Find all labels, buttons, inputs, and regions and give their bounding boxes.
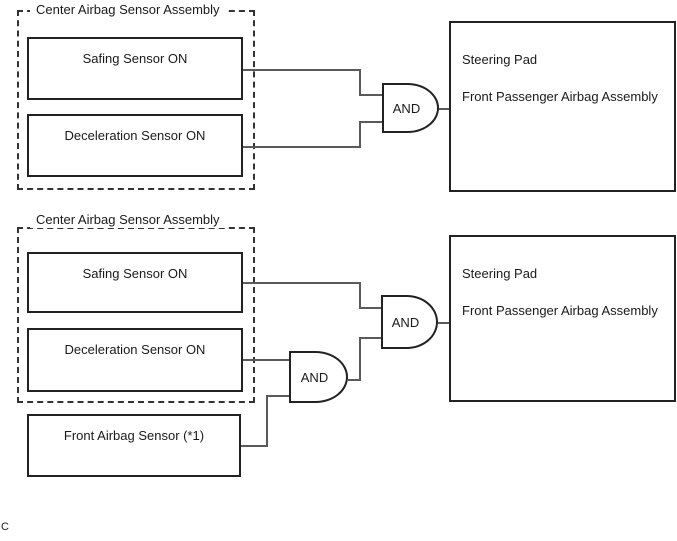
wire [266, 395, 290, 397]
and-gate-label-inner: AND [300, 369, 329, 385]
deceleration-sensor-box-bottom: Deceleration Sensor ON [27, 328, 243, 392]
safing-sensor-label-bottom: Safing Sensor ON [82, 266, 188, 281]
deceleration-sensor-label-top: Deceleration Sensor ON [64, 128, 206, 143]
center-airbag-assembly-outline-bottom [17, 227, 255, 403]
wire [359, 121, 361, 148]
wire [243, 359, 289, 361]
assembly-label-top: Center Airbag Sensor Assembly [30, 2, 226, 18]
and-gate-label-outer: AND [391, 314, 420, 330]
output-title-top: Steering Pad [462, 52, 538, 67]
wire [359, 337, 361, 381]
wire [359, 282, 361, 309]
wire [439, 108, 450, 110]
deceleration-sensor-label-bottom: Deceleration Sensor ON [64, 342, 206, 357]
output-subtitle-bottom: Front Passenger Airbag Assembly [462, 303, 658, 318]
wire [359, 94, 383, 96]
footer-label: C [1, 521, 9, 533]
wire [241, 445, 268, 447]
and-gate-top: AND [382, 83, 439, 133]
front-airbag-sensor-label: Front Airbag Sensor (*1) [63, 428, 205, 443]
output-box-top: Steering Pad Front Passenger Airbag Asse… [449, 21, 676, 192]
output-box-bottom: Steering Pad Front Passenger Airbag Asse… [449, 235, 676, 402]
safing-sensor-label-top: Safing Sensor ON [82, 51, 188, 66]
safing-sensor-box-bottom: Safing Sensor ON [27, 252, 243, 313]
and-gate-outer: AND [381, 295, 438, 349]
wire [266, 395, 268, 447]
assembly-label-bottom: Center Airbag Sensor Assembly [30, 212, 226, 228]
front-airbag-sensor-box: Front Airbag Sensor (*1) [27, 414, 241, 477]
and-gate-inner: AND [289, 351, 348, 403]
wire [348, 379, 361, 381]
wire [243, 282, 361, 284]
wire [359, 121, 383, 123]
wire [359, 337, 382, 339]
wire [359, 307, 382, 309]
wire [243, 146, 361, 148]
output-title-bottom: Steering Pad [462, 266, 538, 281]
safing-sensor-box-top: Safing Sensor ON [27, 37, 243, 100]
wire [243, 69, 361, 71]
wire [359, 69, 361, 96]
output-subtitle-top: Front Passenger Airbag Assembly [462, 89, 658, 104]
deceleration-sensor-box-top: Deceleration Sensor ON [27, 114, 243, 177]
and-gate-label-top: AND [392, 100, 421, 116]
wire [438, 322, 450, 324]
